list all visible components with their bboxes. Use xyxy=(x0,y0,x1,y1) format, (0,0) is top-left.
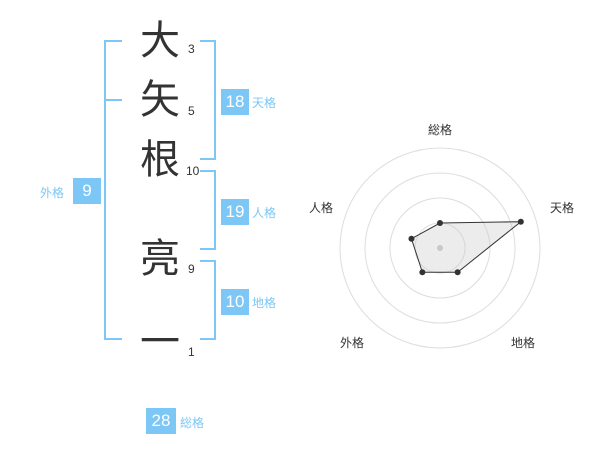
jinkaku-label: 人格 xyxy=(252,206,277,220)
name-char-2: 矢 xyxy=(140,77,180,123)
radar-ring-4 xyxy=(339,147,541,349)
jinkaku-value: 19 xyxy=(221,199,249,225)
jinkaku-bracket xyxy=(200,170,216,250)
gaikaku-bracket-tick xyxy=(104,99,122,101)
radar-label-gaikaku: 外格 xyxy=(340,336,365,350)
stroke-count-5: 1 xyxy=(188,345,195,359)
tenkaku-label: 天格 xyxy=(252,96,277,110)
radar-point-地格 xyxy=(454,269,461,276)
radar-grid xyxy=(339,147,541,349)
chikaku-value: 10 xyxy=(221,289,249,315)
radar-point-天格 xyxy=(517,218,524,225)
radar-label-chikaku: 地格 xyxy=(511,336,536,350)
radar-point-外格 xyxy=(419,269,426,276)
radar-point-総格 xyxy=(437,220,443,226)
soukaku-value: 28 xyxy=(146,408,176,434)
tenkaku-bracket xyxy=(200,40,216,160)
tenkaku-value: 18 xyxy=(221,89,249,115)
radar-point-人格 xyxy=(408,235,415,242)
radar-label-jinkaku: 人格 xyxy=(309,201,334,215)
radar-points xyxy=(408,218,524,276)
stroke-count-4: 9 xyxy=(188,262,195,276)
radar-ring-3 xyxy=(364,172,516,324)
gaikaku-value: 9 xyxy=(73,178,101,204)
name-char-5: 一 xyxy=(140,319,180,365)
radar-data-area xyxy=(410,221,523,273)
soukaku-label: 総格 xyxy=(180,416,205,430)
stroke-count-1: 3 xyxy=(188,42,195,56)
radar-center-dot xyxy=(437,245,443,251)
stroke-count-3: 10 xyxy=(186,164,200,178)
gaikaku-label: 外格 xyxy=(40,186,65,200)
name-char-4: 亮 xyxy=(140,236,180,282)
name-char-1: 大 xyxy=(140,18,180,64)
name-char-3: 根 xyxy=(140,137,180,183)
radar-label-soukaku: 総格 xyxy=(428,123,453,137)
radar-ring-2 xyxy=(389,197,491,299)
stroke-count-2: 5 xyxy=(188,104,195,118)
radar-label-tenkaku: 天格 xyxy=(550,201,575,215)
chikaku-bracket xyxy=(200,260,216,340)
gaikaku-bracket xyxy=(104,40,122,340)
chikaku-label: 地格 xyxy=(252,296,277,310)
radar-chart xyxy=(339,147,541,349)
